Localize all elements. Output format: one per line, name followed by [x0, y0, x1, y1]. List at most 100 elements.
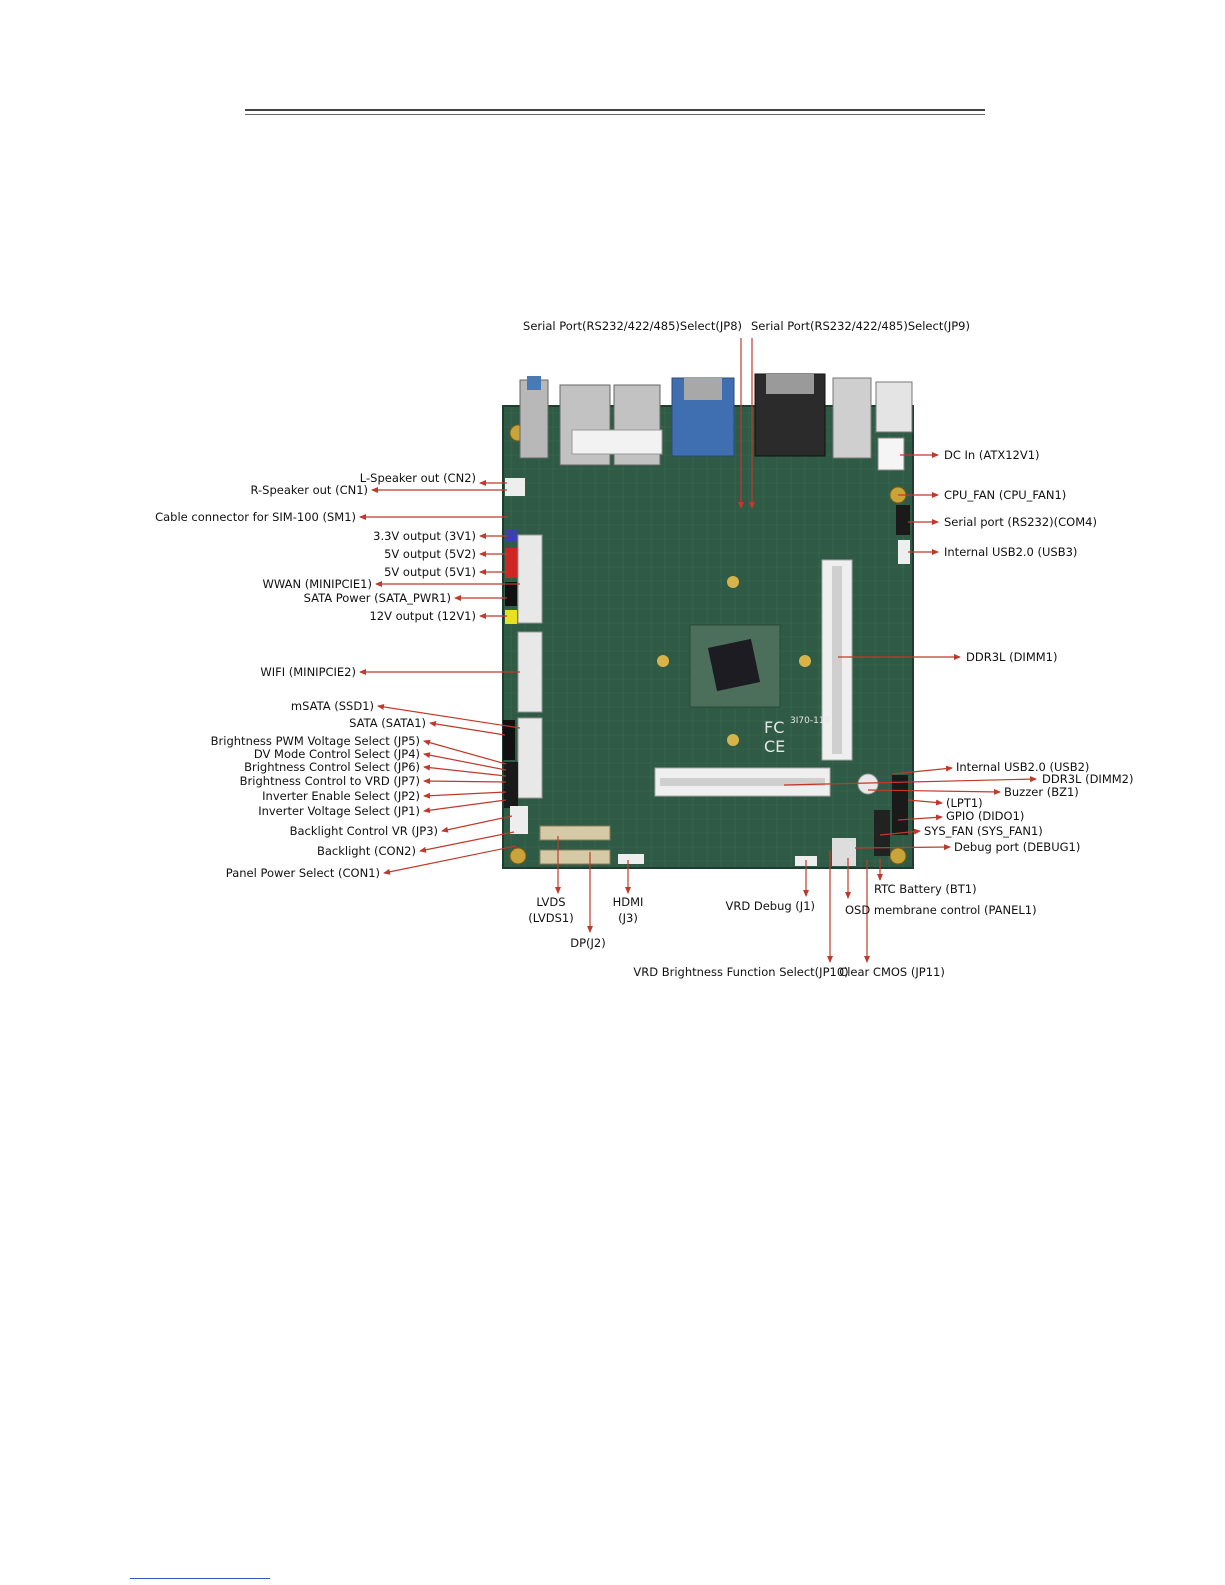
soc-die	[707, 638, 761, 692]
com-port-shell	[766, 374, 814, 394]
label-panel1: OSD membrane control (PANEL1)	[845, 903, 1037, 917]
fc-mark: FC	[764, 718, 784, 737]
label-jp7: Brightness Control to VRD (JP7)	[240, 774, 420, 788]
arrow-jp3	[441, 815, 513, 833]
label-atx12v1: DC In (ATX12V1)	[944, 448, 1040, 462]
vga-port-shell	[684, 378, 722, 400]
standoff	[657, 655, 669, 667]
label-lpt1: (LPT1)	[946, 796, 983, 810]
label-cpu-fan1: CPU_FAN (CPU_FAN1)	[944, 488, 1066, 502]
label-jp6: Brightness Control Select (JP6)	[244, 760, 420, 774]
standoff	[727, 576, 739, 588]
header-rule	[245, 109, 985, 111]
arrow-jp2	[423, 791, 507, 799]
usb3-header	[898, 540, 910, 564]
arrow-dido1	[897, 814, 943, 821]
label-cn2: L-Speaker out (CN2)	[360, 471, 476, 485]
standoff	[799, 655, 811, 667]
label-usb3: Internal USB2.0 (USB3)	[944, 545, 1077, 559]
msata-slot	[517, 717, 543, 799]
label-jp5: Brightness PWM Voltage Select (JP5)	[211, 734, 420, 748]
footer-link-underline	[130, 1578, 270, 1579]
label-j3: (J3)	[618, 911, 638, 925]
label-com4: Serial port (RS232)(COM4)	[944, 515, 1097, 529]
com4-header	[896, 505, 910, 535]
arrow-con1	[383, 845, 517, 875]
label-bz1: Buzzer (BZ1)	[1004, 785, 1079, 799]
lvds-connector	[539, 825, 611, 841]
dp-connector	[539, 849, 611, 865]
hdmi-connector	[618, 854, 644, 864]
speaker-header	[505, 478, 525, 496]
audio-jack	[519, 379, 549, 459]
label-j1: VRD Debug (J1)	[725, 899, 815, 913]
arrow-lpt1	[907, 799, 943, 806]
label-minipcie2: WIFI (MINIPCIE2)	[260, 665, 356, 679]
callout-labels: Serial Port(RS232/422/485)Select(JP8) Se…	[155, 319, 1133, 979]
arrow-jp7	[423, 778, 507, 785]
label-lvds: LVDS	[536, 895, 565, 909]
arrow-jp1	[423, 799, 507, 814]
minipcie-slot-2	[517, 631, 543, 713]
label-dimm2: DDR3L (DIMM2)	[1042, 772, 1133, 786]
header-rule-thin	[245, 114, 985, 115]
label-12v1: 12V output (12V1)	[369, 609, 476, 623]
label-lvds1: (LVDS1)	[528, 911, 573, 925]
label-usb2: Internal USB2.0 (USB2)	[956, 760, 1089, 774]
dimm2-inner	[660, 778, 825, 786]
mount-hole	[509, 847, 527, 865]
standoff	[727, 734, 739, 746]
soc-cpu	[689, 624, 781, 708]
arrow-ssd1	[377, 703, 521, 729]
label-hdmi: HDMI	[613, 895, 644, 909]
mount-hole	[889, 847, 907, 865]
label-dp: DP(J2)	[570, 936, 605, 950]
arrow-debug1	[854, 844, 951, 851]
power-header-12v	[505, 610, 517, 624]
audio-jack-blue	[527, 376, 541, 390]
label-cn1: R-Speaker out (CN1)	[250, 483, 368, 497]
label-sata-pwr1: SATA Power (SATA_PWR1)	[304, 591, 451, 605]
label-minipcie1: WWAN (MINIPCIE1)	[263, 577, 372, 591]
panel-header	[832, 838, 856, 866]
label-jp10: VRD Brightness Function Select(JP10)	[633, 965, 848, 979]
label-jp11: Clear CMOS (JP11)	[839, 965, 945, 979]
label-5v1: 5V output (5V1)	[384, 565, 476, 579]
arrow-usb2	[891, 765, 953, 775]
label-sata1: SATA (SATA1)	[349, 716, 426, 730]
label-con2: Backlight (CON2)	[317, 844, 416, 858]
usb-port	[832, 377, 872, 459]
label-debug1: Debug port (DEBUG1)	[954, 840, 1080, 854]
dc-jack	[875, 381, 913, 433]
arrow-con2	[419, 831, 515, 853]
label-jp8: Serial Port(RS232/422/485)Select(JP8)	[523, 319, 742, 333]
label-jp1: Inverter Voltage Select (JP1)	[258, 804, 420, 818]
label-ssd1: mSATA (SSD1)	[291, 699, 374, 713]
label-con1: Panel Power Select (CON1)	[226, 866, 380, 880]
callout-arrows	[359, 338, 1037, 963]
label-dido1: GPIO (DIDO1)	[946, 809, 1024, 823]
board-model-mark: 3I70-110	[790, 716, 831, 726]
jumper-block	[504, 762, 518, 808]
label-jp9: Serial Port(RS232/422/485)Select(JP9)	[751, 319, 970, 333]
ce-mark: CE	[764, 737, 785, 756]
atx-connector	[877, 437, 905, 471]
power-header-5v	[505, 548, 517, 578]
power-header-3v	[505, 530, 517, 542]
rtc-battery	[874, 810, 890, 856]
dimm1-inner	[832, 566, 842, 754]
label-3v1: 3.3V output (3V1)	[373, 529, 476, 543]
label-jp2: Inverter Enable Select (JP2)	[262, 789, 420, 803]
arrow-sys-fan1	[879, 828, 921, 836]
label-sys-fan1: SYS_FAN (SYS_FAN1)	[924, 824, 1043, 838]
arrow-jp5	[423, 739, 507, 765]
minipcie-slot-1	[517, 534, 543, 624]
arrow-jp4	[423, 752, 507, 771]
barcode-sticker	[571, 429, 663, 455]
label-dimm1: DDR3L (DIMM1)	[966, 650, 1057, 664]
arrow-dimm2	[783, 776, 1037, 786]
power-header-black	[505, 582, 517, 606]
buzzer	[857, 773, 879, 795]
backlight-header	[510, 806, 528, 834]
